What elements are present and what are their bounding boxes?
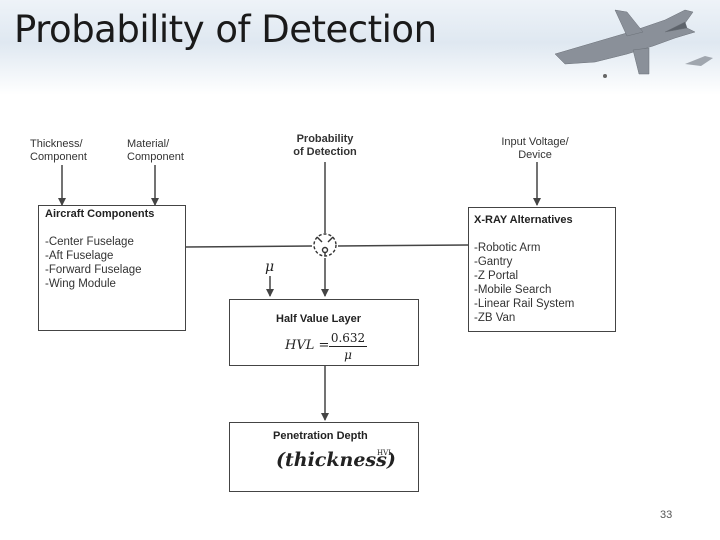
probability-of-detection-label: Probability of Detection <box>270 133 380 159</box>
voltage-label-line1: Input Voltage/ <box>501 136 569 148</box>
mu-input-label: μ <box>265 259 275 275</box>
list-item: -Center Fuselage <box>45 236 134 248</box>
list-item: -Aft Fuselage <box>45 250 114 262</box>
junction-symbol <box>313 233 337 257</box>
thickness-label-line1: Thickness/ <box>30 138 83 150</box>
thickness-component-label: Thickness/ Component <box>30 138 110 164</box>
hvl-denominator: μ <box>344 348 352 362</box>
list-item: -Wing Module <box>45 278 116 290</box>
fighter-jet-image <box>554 9 713 78</box>
material-label-line1: Material/ <box>127 138 170 150</box>
list-item: -Linear Rail System <box>474 298 575 310</box>
voltage-label-line2: Device <box>518 149 552 161</box>
fraction-bar <box>329 346 367 347</box>
aircraft-components-list: -Center Fuselage -Aft Fuselage -Forward … <box>45 235 142 291</box>
half-value-layer-title: Half Value Layer <box>276 313 361 325</box>
pod-label-line2: of Detection <box>293 146 357 158</box>
material-label-line2: Component <box>127 151 184 163</box>
list-item: -Robotic Arm <box>474 242 541 254</box>
list-item: -Mobile Search <box>474 284 552 296</box>
input-voltage-device-label: Input Voltage/ Device <box>480 136 590 162</box>
list-item: -Z Portal <box>474 270 519 282</box>
list-item: -ZB Van <box>474 312 516 324</box>
penetration-depth-title: Penetration Depth <box>273 430 368 442</box>
hvl-formula-lhs: HVL = <box>285 338 330 353</box>
xray-alternatives-title: X-RAY Alternatives <box>474 214 573 226</box>
list-item: -Forward Fuselage <box>45 264 142 276</box>
list-item: -Gantry <box>474 256 513 268</box>
hvl-numerator: 0.632 <box>330 331 366 345</box>
xray-to-junction-line <box>337 244 469 247</box>
half-value-layer-box: Half Value Layer HVL = 0.632 μ <box>229 299 419 366</box>
aircraft-components-title: Aircraft Components <box>45 208 155 220</box>
pod-label-line1: Probability <box>296 133 354 145</box>
page-number: 33 <box>660 509 673 521</box>
penetration-depth-formula: (thickness) <box>276 449 396 471</box>
slide-title: Probability of Detection <box>14 8 437 51</box>
xray-alternatives-box: X-RAY Alternatives -Robotic Arm -Gantry … <box>468 207 616 332</box>
aircraft-components-box: Aircraft Components -Center Fuselage -Af… <box>38 205 186 331</box>
thickness-label-line2: Component <box>30 151 87 163</box>
aircraft-to-junction-line <box>184 245 313 248</box>
penetration-depth-exponent: HVL <box>377 449 393 457</box>
penetration-depth-box: Penetration Depth (thickness) HVL <box>229 422 419 492</box>
material-component-label: Material/ Component <box>127 138 207 164</box>
xray-alternatives-list: -Robotic Arm -Gantry -Z Portal -Mobile S… <box>474 241 574 325</box>
